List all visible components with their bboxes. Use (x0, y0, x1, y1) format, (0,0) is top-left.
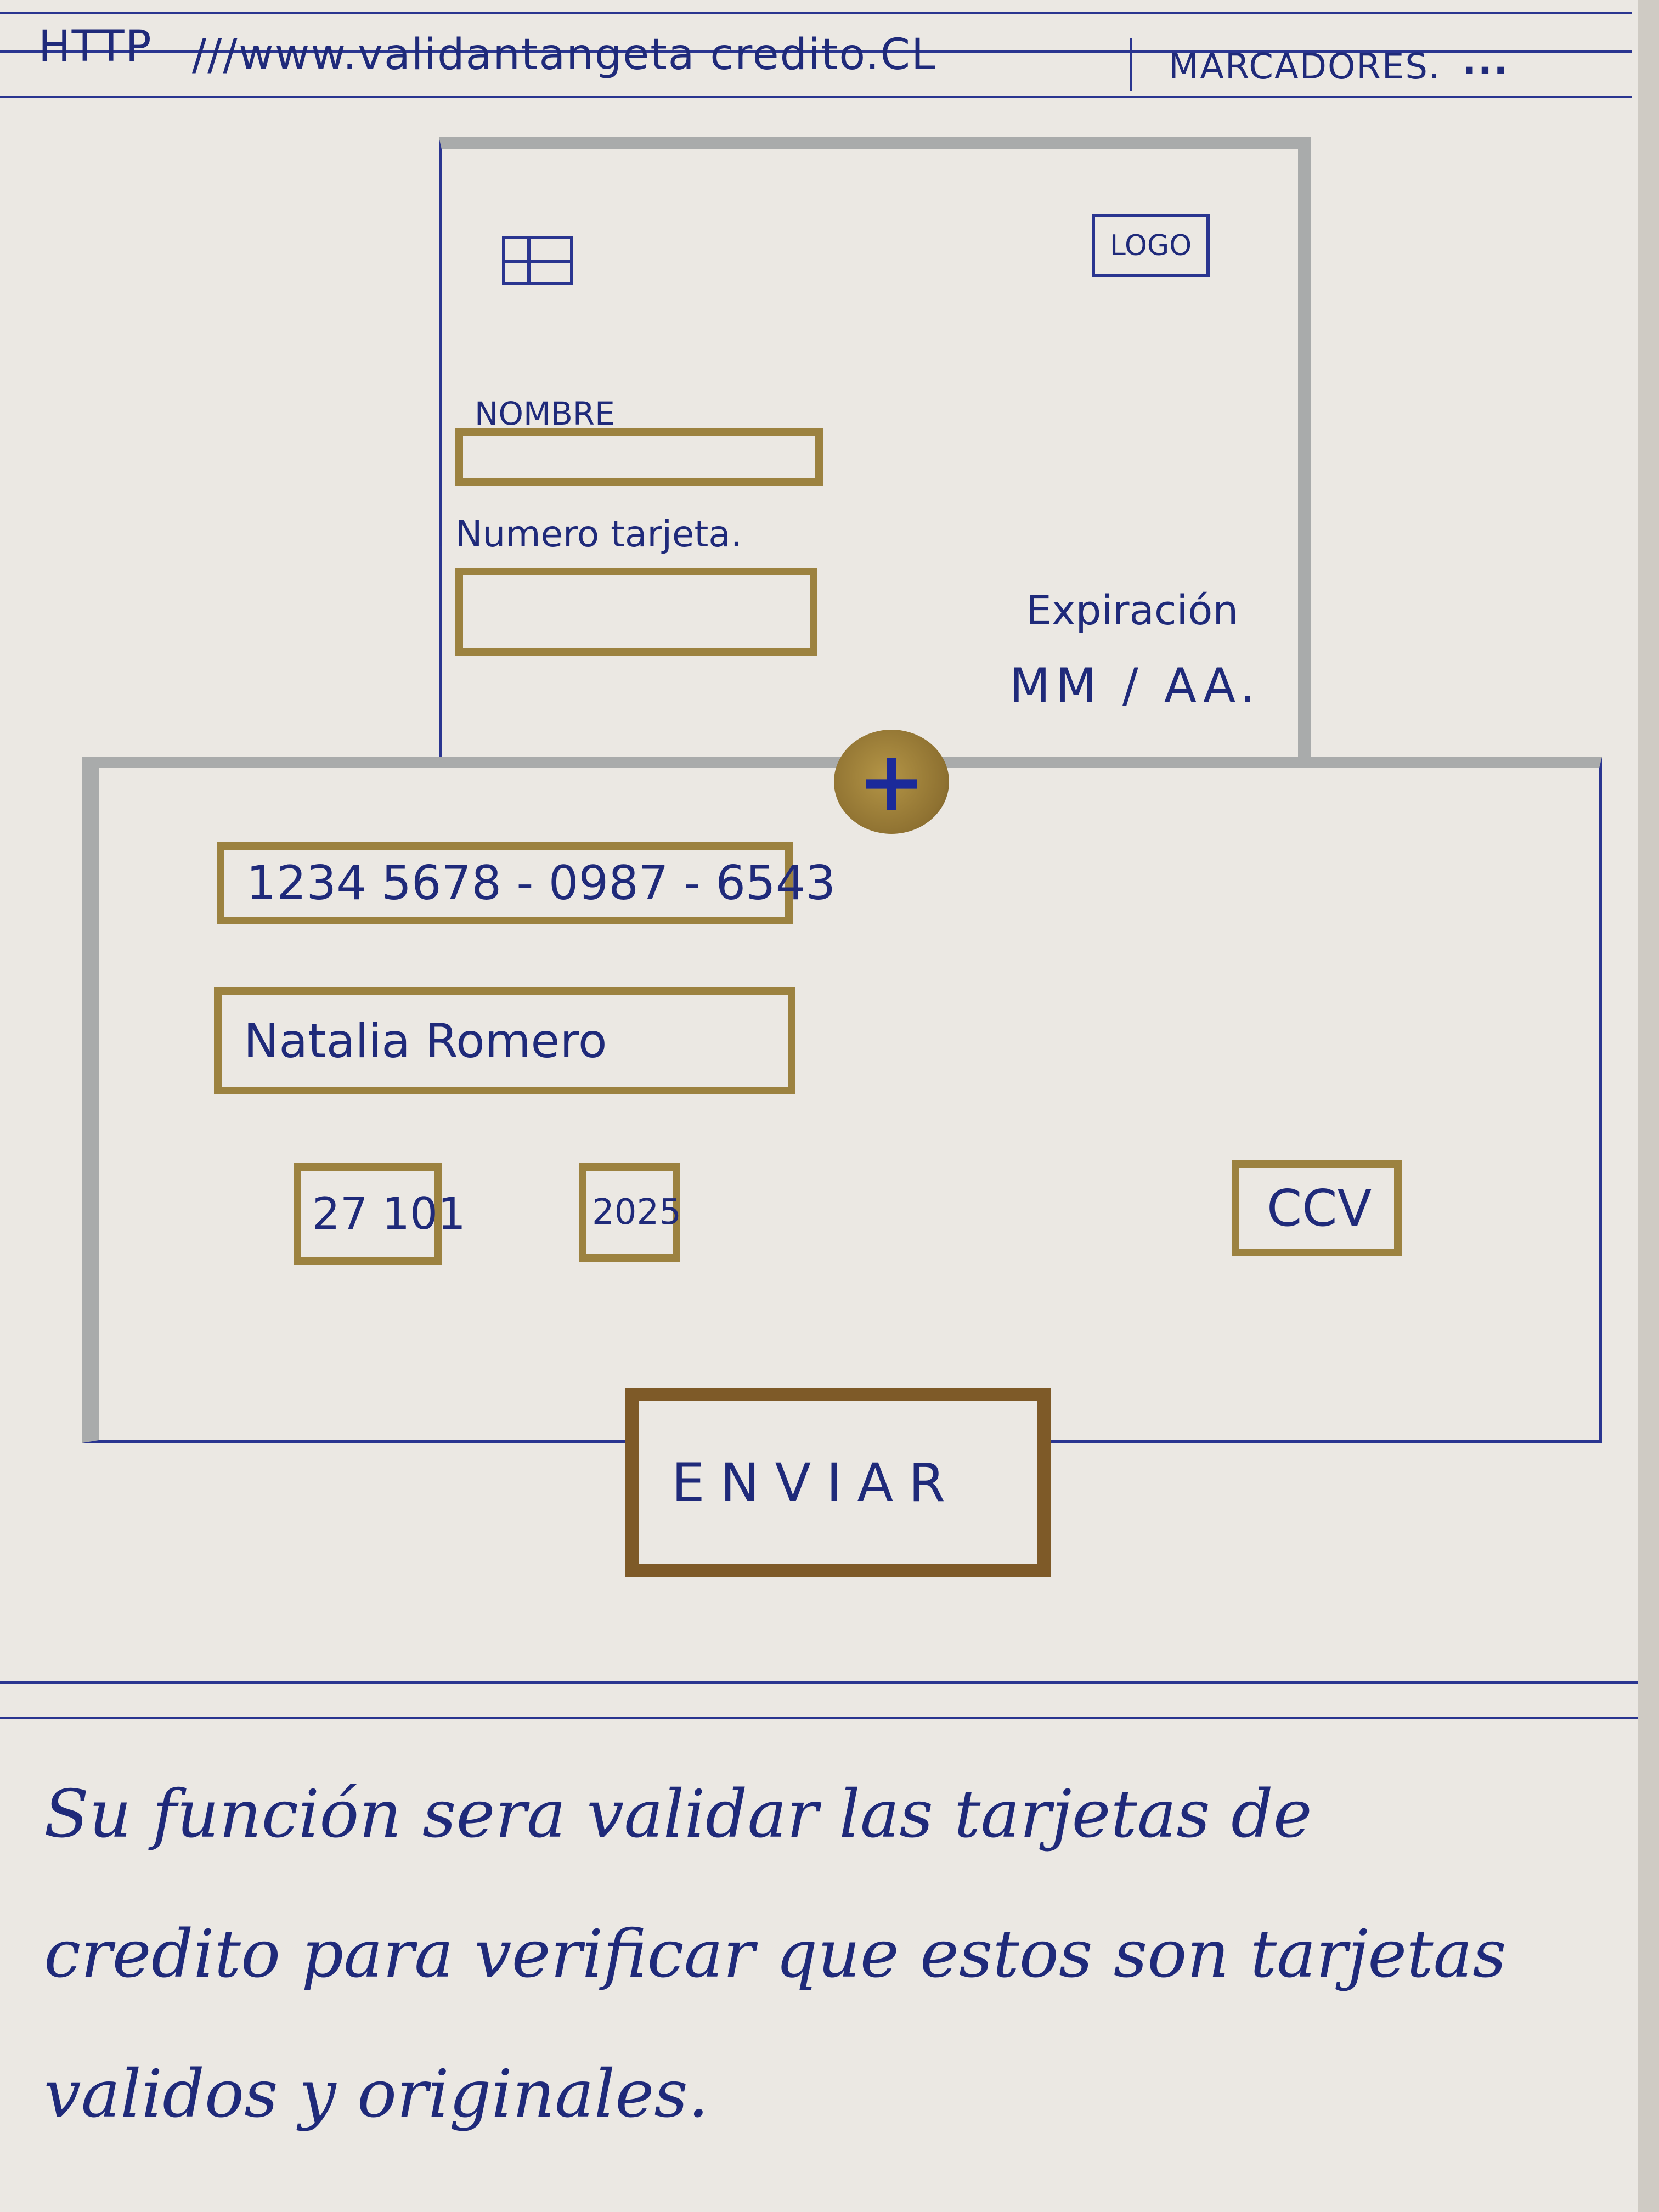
logo: LOGO (1092, 214, 1210, 277)
expiry-format: MM / AA. (1009, 658, 1261, 713)
send-button[interactable]: ENVIAR (625, 1388, 1051, 1577)
page-bottom-line (0, 1681, 1638, 1684)
expiry-year-input[interactable]: 2025 (579, 1163, 681, 1262)
expiry-month-input[interactable]: 27 101 (294, 1163, 466, 1265)
flip-card-button[interactable]: + (834, 730, 949, 834)
address-bar-bottom-line (0, 96, 1632, 98)
chip-icon (502, 236, 573, 285)
bookmarks-menu[interactable]: MARCADORES. (1169, 47, 1441, 87)
cardholder-name-display[interactable]: Natalia Romero (214, 988, 795, 1094)
ccv-input[interactable]: CCV (1232, 1160, 1402, 1256)
expiry-label: Expiración (1026, 587, 1239, 634)
name-label: NOMBRE (475, 395, 615, 432)
card-number-display[interactable]: 1234 5678 - 0987 - 6543 (217, 842, 836, 924)
card-number-label: Numero tarjeta. (455, 513, 742, 555)
plus-icon: + (857, 734, 926, 830)
card-number-input[interactable] (455, 568, 817, 656)
more-menu-icon[interactable]: ... (1462, 38, 1509, 83)
address-bar-top-line (0, 12, 1632, 14)
card-front-panel (439, 137, 1311, 768)
description-note: Su función sera validar las tarjetas de … (44, 1776, 1506, 2132)
address-bar-divider (1130, 38, 1132, 91)
protocol-label: HTTP (38, 22, 153, 71)
paper-edge (1638, 0, 1659, 2212)
page-bottom-line-2 (0, 1717, 1638, 1719)
url-field[interactable]: ///www.validantangeta credito.CL (192, 30, 936, 80)
name-input[interactable] (455, 428, 823, 486)
address-bar-mid-line (0, 50, 1632, 53)
